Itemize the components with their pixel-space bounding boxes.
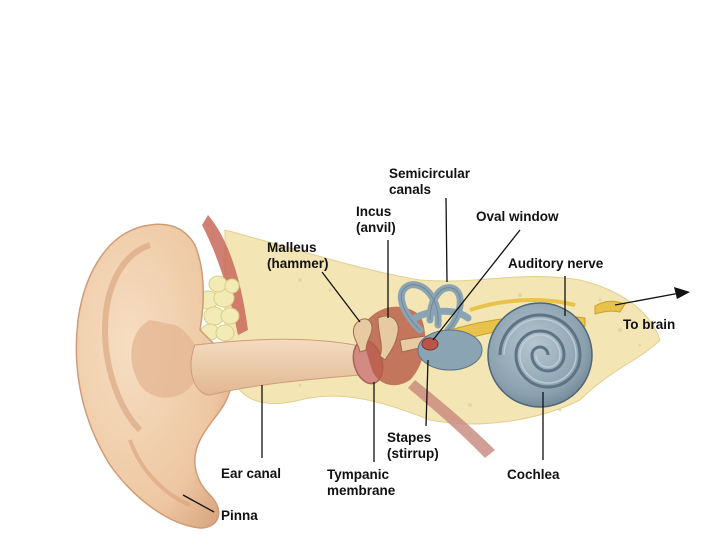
label-incus: Incus (anvil) (356, 204, 396, 236)
ear-canal-shape (190, 338, 361, 396)
label-stapes-line1: Stapes (387, 430, 432, 445)
nerve-branch (469, 298, 576, 312)
semicircular-canals-outline (400, 284, 461, 331)
bone-texture (298, 278, 642, 412)
leader-stapes (425, 359, 429, 427)
label-incus-line1: Incus (356, 204, 392, 219)
label-cochlea: Cochlea (507, 467, 560, 482)
label-incus-line2: (anvil) (356, 220, 396, 235)
label-malleus-line1: Malleus (267, 240, 317, 255)
label-oval-window: Oval window (476, 209, 559, 224)
label-tympanic-membrane: Tympanic membrane (327, 467, 395, 499)
leader-semicircular (445, 197, 448, 283)
label-semicircular-line2: canals (389, 182, 432, 197)
label-stapes: Stapes (stirrup) (387, 430, 439, 462)
cochlea-spiral (498, 313, 582, 389)
label-ear-canal: Ear canal (221, 466, 282, 481)
oval-window-shape (421, 337, 439, 351)
fatty-tissue (197, 275, 240, 342)
to-brain-arrow-line (614, 292, 681, 306)
incus-shape (377, 315, 399, 361)
pinna-lobe-fold (128, 439, 191, 507)
eustachian-tube (408, 380, 495, 458)
label-tympanic-line2: membrane (327, 483, 396, 498)
malleus-shape (352, 318, 373, 353)
muscle-tissue (202, 215, 248, 335)
leader-malleus (321, 271, 361, 323)
leader-pinna (182, 494, 215, 513)
label-tympanic-line1: Tympanic (327, 467, 390, 482)
leader-oval-window (432, 229, 521, 341)
label-semicircular-canals: Semicircular canals (389, 166, 470, 198)
label-auditory-nerve: Auditory nerve (508, 256, 604, 271)
pinna-helix-fold (101, 242, 152, 433)
to-brain-arrowhead (674, 287, 690, 299)
cochlea-highlight (503, 318, 577, 384)
label-semicircular-line1: Semicircular (389, 166, 471, 181)
pinna-concha (131, 320, 199, 398)
label-to-brain: To brain (623, 317, 676, 332)
label-stapes-line2: (stirrup) (387, 446, 439, 461)
label-malleus: Malleus (hammer) (267, 240, 329, 272)
leader-lines (182, 197, 681, 513)
label-malleus-line2: (hammer) (267, 256, 329, 271)
label-pinna: Pinna (221, 508, 258, 523)
